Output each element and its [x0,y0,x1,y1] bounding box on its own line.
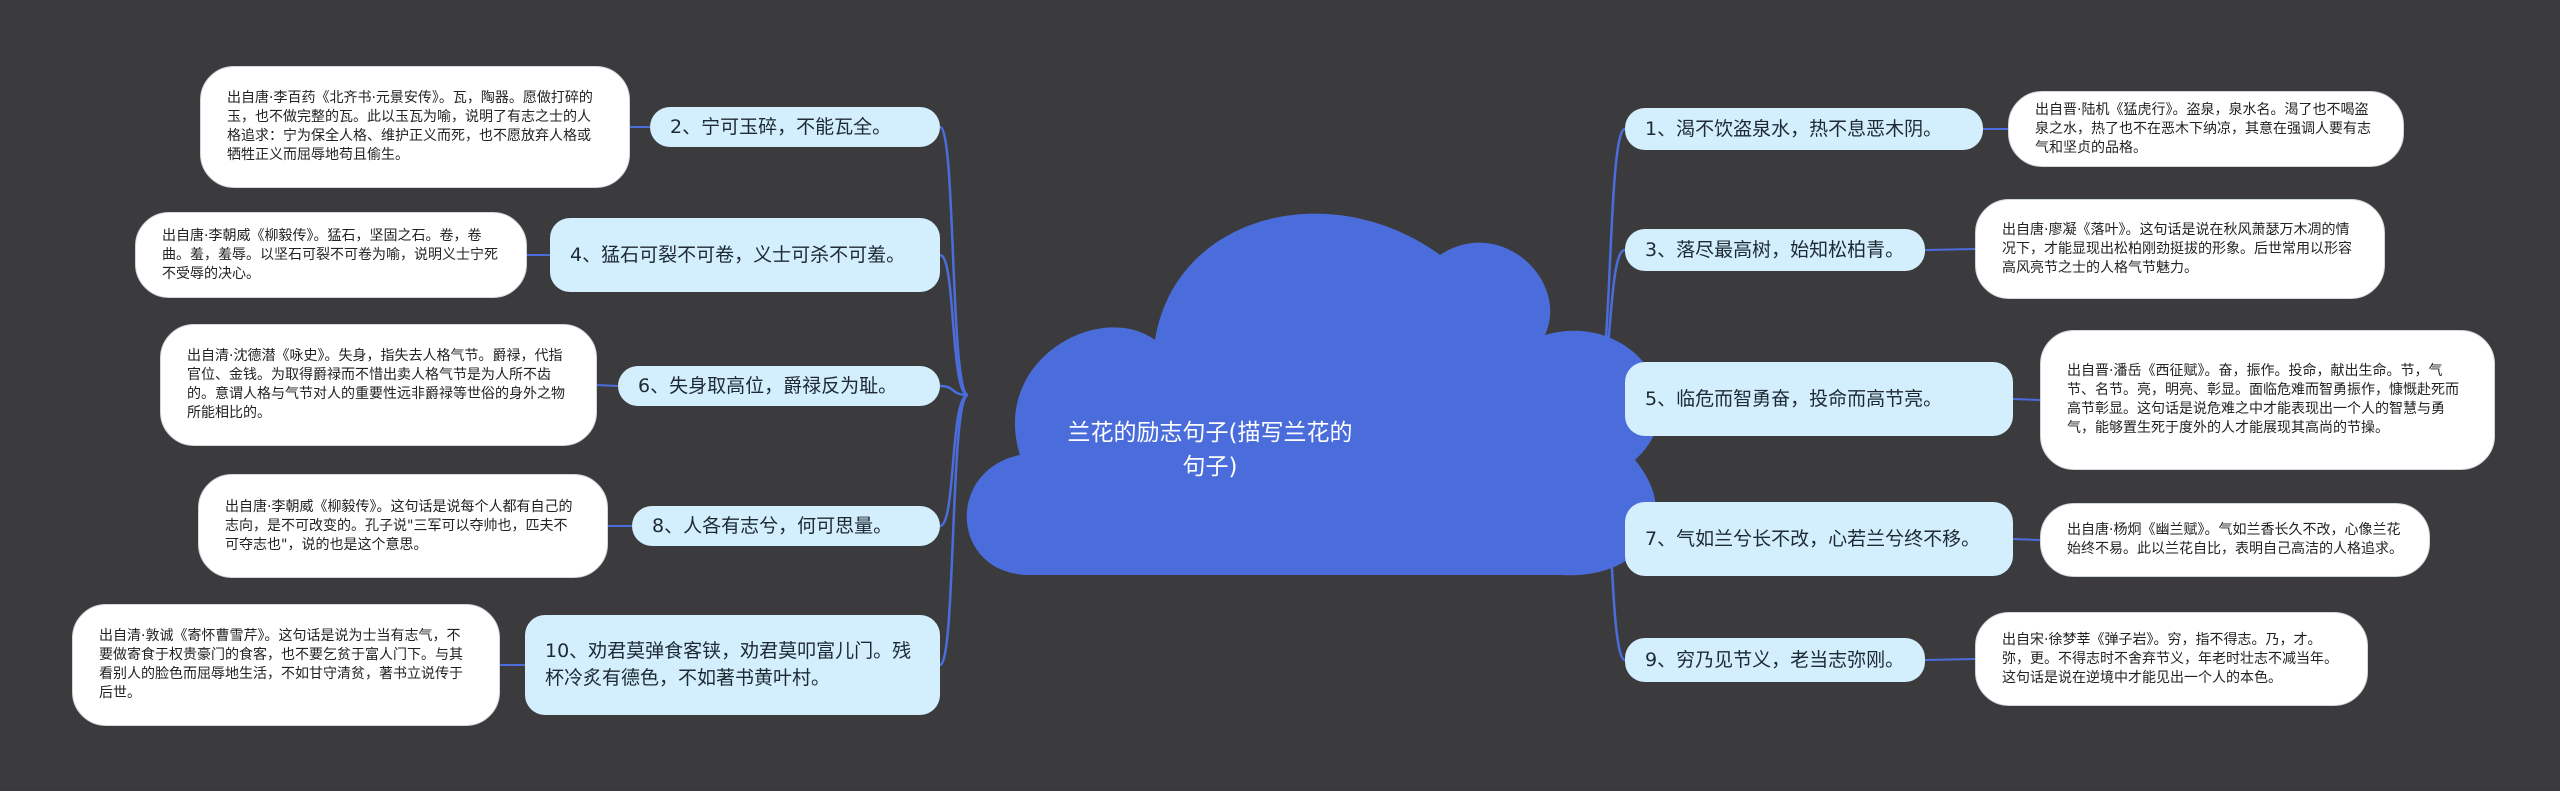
note-text: 出自晋·陆机《猛虎行》。盗泉，泉水名。渴了也不喝盗泉之水，热了也不在恶木下纳凉，… [2035,101,2371,156]
note-connector-lines [500,126,2041,666]
note-card[interactable]: 出自清·敦诚《寄怀曹雪芹》。这句话是说为士当有志气，不要做寄食于权贵豪门的食客，… [72,604,500,726]
note-text: 出自唐·李百药《北齐书·元景安传》。瓦，陶器。愿做打碎的玉，也不做完整的瓦。此以… [227,90,593,163]
branch-connector [938,393,970,667]
branch-node[interactable]: 7、气如兰兮长不改，心若兰兮终不移。 [1625,502,2013,576]
branch-text: 3、落尽最高树，始知松柏青。 [1645,238,1905,261]
branch-connector [939,393,969,528]
note-card[interactable]: 出自晋·潘岳《西征赋》。奋，振作。投命，献出生命。节，气节、名节。亮，明亮、彰显… [2040,330,2495,470]
branch-text: 2、宁可玉碎，不能瓦全。 [670,115,892,138]
note-text: 出自唐·李朝威《柳毅传》。这句话是说每个人都有自己的志向，是不可改变的。孔子说"… [225,498,573,553]
branch-text: 6、失身取高位，爵禄反为耻。 [638,374,898,397]
branch-text: 10、劝君莫弹食客铗，劝君莫叩富儿门。残杯冷炙有德色，不如著书黄叶村。 [545,640,912,689]
branch-node[interactable]: 1、渴不饮盗泉水，热不息恶木阴。 [1625,108,1983,150]
branch-text: 7、气如兰兮长不改，心若兰兮终不移。 [1645,527,1981,550]
note-card[interactable]: 出自唐·李朝威《柳毅传》。这句话是说每个人都有自己的志向，是不可改变的。孔子说"… [198,474,608,578]
note-text: 出自唐·李朝威《柳毅传》。猛石，坚固之石。卷，卷曲。羞，羞辱。以坚石可裂不可卷为… [162,227,498,282]
note-card[interactable]: 出自宋·徐梦莘《弹子岩》。穷，指不得志。乃，才。弥，更。不得志时不舍弃节义，年老… [1975,612,2368,706]
note-connector [2012,398,2041,401]
note-connector [1924,248,1976,251]
note-card[interactable]: 出自唐·李朝威《柳毅传》。猛石，坚固之石。卷，卷曲。羞，羞辱。以坚石可裂不可卷为… [135,212,527,298]
note-card[interactable]: 出自唐·李百药《北齐书·元景安传》。瓦，陶器。愿做打碎的玉，也不做完整的瓦。此以… [200,66,630,188]
branch-node[interactable]: 2、宁可玉碎，不能瓦全。 [650,107,940,147]
branch-text: 5、临危而智勇奋，投命而高节亮。 [1645,387,1943,410]
note-text: 出自唐·杨炯《幽兰赋》。气如兰香长久不改，心像兰花始终不易。此以兰花自比，表明自… [2067,522,2403,557]
branch-node[interactable]: 3、落尽最高树，始知松柏青。 [1625,229,1925,271]
branch-connector [939,253,969,397]
note-card[interactable]: 出自唐·杨炯《幽兰赋》。气如兰香长久不改，心像兰花始终不易。此以兰花自比，表明自… [2040,503,2430,577]
note-text: 出自清·沈德潜《咏史》。失身，指失去人格气节。爵禄，代指官位、金钱。为取得爵禄而… [187,348,565,421]
note-text: 出自宋·徐梦莘《弹子岩》。穷，指不得志。乃，才。弥，更。不得志时不舍弃节义，年老… [2002,631,2338,686]
note-connector [596,384,619,387]
branch-node[interactable]: 6、失身取高位，爵禄反为耻。 [618,366,940,406]
branch-text: 9、穷乃见节义，老当志弥刚。 [1645,648,1905,671]
branch-node[interactable]: 8、人各有志兮，何可思量。 [632,506,940,546]
branch-text: 4、猛石可裂不可卷，义士可杀不可羞。 [570,243,906,266]
note-text: 出自晋·潘岳《西征赋》。奋，振作。投命，献出生命。节，气节、名节。亮，明亮、彰显… [2067,363,2459,436]
root-cloud-shape [966,213,1661,576]
note-card[interactable]: 出自晋·陆机《猛虎行》。盗泉，泉水名。渴了也不喝盗泉之水，热了也不在恶木下纳凉，… [2008,91,2404,167]
note-connector [2012,538,2041,541]
branch-text: 1、渴不饮盗泉水，热不息恶木阴。 [1645,117,1943,140]
branch-connector [939,384,969,397]
branch-node[interactable]: 5、临危而智勇奋，投命而高节亮。 [1625,362,2013,436]
root-topic[interactable]: 兰花的励志句子(描写兰花的句子) [1060,400,1360,500]
branch-connector [938,125,970,397]
branch-node[interactable]: 4、猛石可裂不可卷，义士可杀不可羞。 [550,218,940,292]
note-card[interactable]: 出自清·沈德潜《咏史》。失身，指失去人格气节。爵禄，代指官位、金钱。为取得爵禄而… [160,324,597,446]
note-text: 出自清·敦诚《寄怀曹雪芹》。这句话是说为士当有志气，不要做寄食于权贵豪门的食客，… [99,628,463,701]
note-text: 出自唐·廖凝《落叶》。这句话是说在秋风萧瑟万木凋的情况下，才能显现出松柏刚劲挺拔… [2002,221,2352,276]
note-connector [1924,658,1976,661]
root-title: 兰花的励志句子(描写兰花的句子) [1067,420,1353,480]
note-card[interactable]: 出自唐·廖凝《落叶》。这句话是说在秋风萧瑟万木凋的情况下，才能显现出松柏刚劲挺拔… [1975,199,2385,299]
branch-text: 8、人各有志兮，何可思量。 [652,514,893,537]
branch-node[interactable]: 9、穷乃见节义，老当志弥刚。 [1625,638,1925,682]
branch-node[interactable]: 10、劝君莫弹食客铗，劝君莫叩富儿门。残杯冷炙有德色，不如著书黄叶村。 [525,615,940,715]
